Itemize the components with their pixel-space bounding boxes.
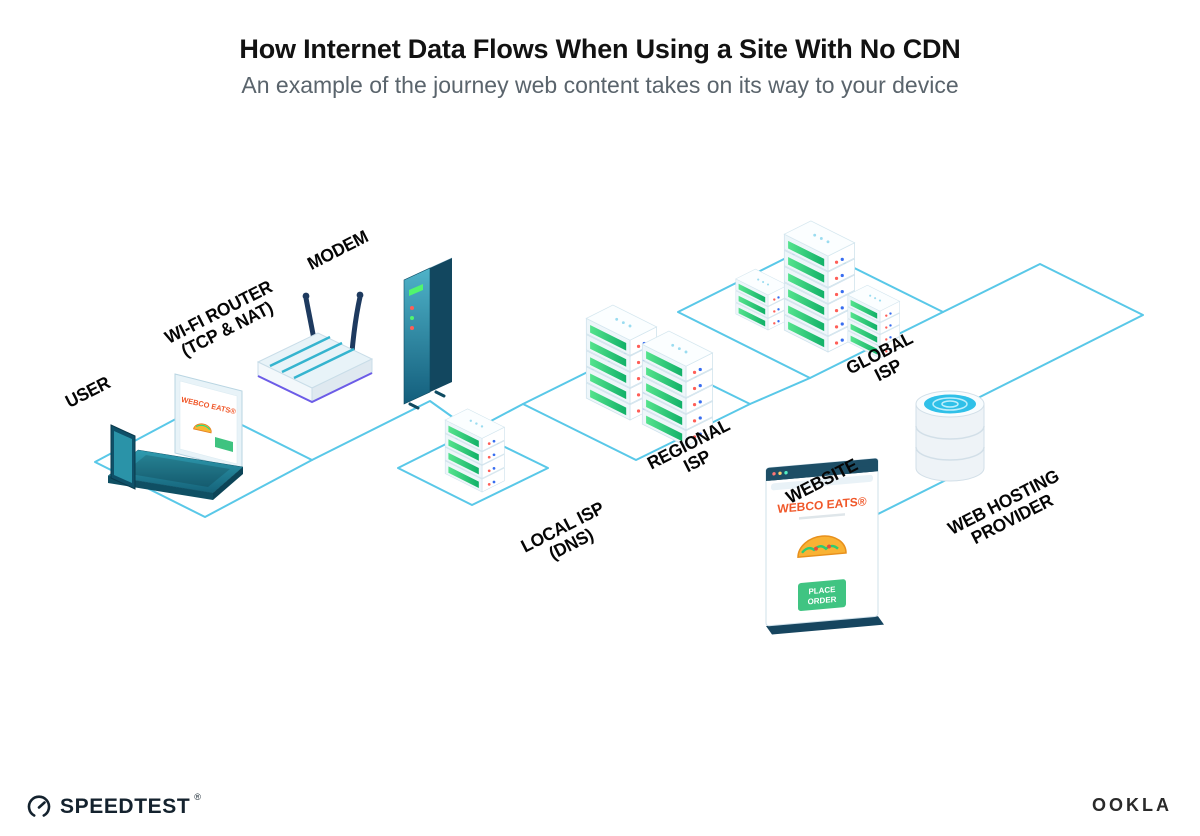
page-subtitle: An example of the journey web content ta… xyxy=(241,72,959,98)
laptop-order-badge xyxy=(215,437,233,452)
window-dot-red xyxy=(772,472,776,476)
ookla-logo: OOKLA xyxy=(1092,795,1172,815)
header: How Internet Data Flows When Using a Sit… xyxy=(0,34,1200,99)
global-hosting-line xyxy=(942,263,1144,412)
trunk-line xyxy=(311,400,524,461)
place-order-button xyxy=(798,579,846,611)
place-order-line1: PLACE xyxy=(808,585,836,596)
connection-lines xyxy=(94,245,1144,518)
speedtest-wordmark: SPEEDTEST xyxy=(60,795,191,818)
page-title: How Internet Data Flows When Using a Sit… xyxy=(239,34,961,64)
window-dot-yellow xyxy=(778,471,782,475)
laptop-taco-graphic xyxy=(193,423,212,434)
hosting-database xyxy=(915,390,985,482)
regional-global-line xyxy=(749,377,811,405)
speedtest-logo: SPEEDTEST ® xyxy=(26,792,202,820)
wifi-router-device xyxy=(256,291,374,404)
user-laptop: WEBCO EATS® xyxy=(107,373,244,500)
regional-isp-servers xyxy=(585,304,714,447)
local-isp-servers xyxy=(444,408,505,493)
address-bar xyxy=(771,474,873,491)
website-taco-graphic xyxy=(797,535,847,559)
place-order-line2: ORDER xyxy=(808,595,837,607)
window-dot-green xyxy=(784,471,788,475)
global-isp-servers xyxy=(735,220,900,359)
website-window: WEBCO EATS® PLACE ORDER xyxy=(765,457,884,635)
modem-device xyxy=(403,257,453,410)
speedtest-gauge-icon xyxy=(27,795,51,817)
user-phone xyxy=(110,424,136,490)
speedtest-trademark: ® xyxy=(194,792,202,802)
hosting-website-line xyxy=(871,477,951,518)
